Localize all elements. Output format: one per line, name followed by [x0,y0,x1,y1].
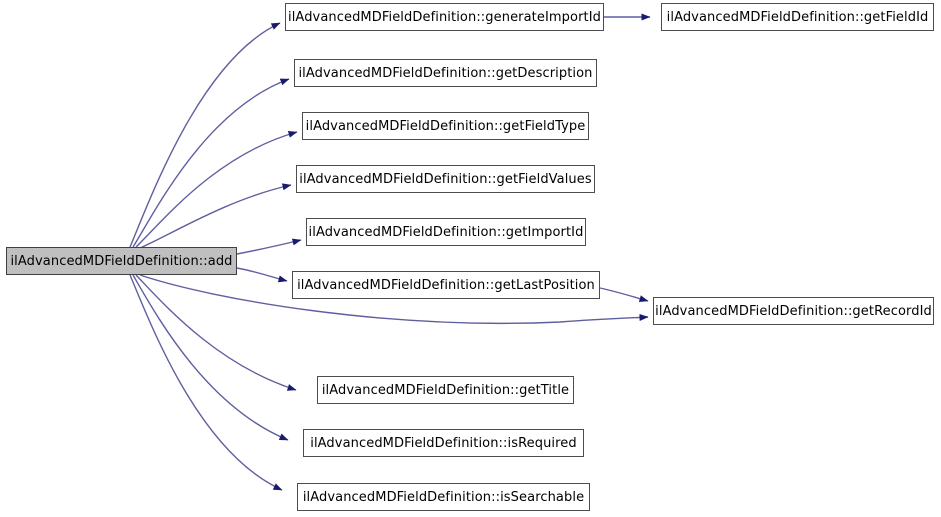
edge-add-to-isSearchable [129,274,283,491]
node-label-getDescription: ilAdvancedMDFieldDefinition::getDescript… [298,65,593,81]
edge-add-to-getTitle [135,274,297,391]
edge-add-to-getFieldType [135,130,298,248]
node-label-getRecordId: ilAdvancedMDFieldDefinition::getRecordId [655,303,932,319]
node-getFieldId[interactable]: ilAdvancedMDFieldDefinition::getFieldId [661,3,934,31]
node-getDescription[interactable]: ilAdvancedMDFieldDefinition::getDescript… [294,59,597,87]
node-isSearchable[interactable]: ilAdvancedMDFieldDefinition::isSearchabl… [297,483,590,511]
edge-add-to-getDescription [132,78,290,248]
node-label-getFieldType: ilAdvancedMDFieldDefinition::getFieldTyp… [305,118,586,134]
node-label-add: ilAdvancedMDFieldDefinition::add [10,253,233,269]
node-getRecordId[interactable]: ilAdvancedMDFieldDefinition::getRecordId [653,297,934,325]
edges-group [129,13,651,491]
node-label-generateImportId: ilAdvancedMDFieldDefinition::generateImp… [288,9,602,25]
node-label-getTitle: ilAdvancedMDFieldDefinition::getTitle [321,382,570,398]
node-isRequired[interactable]: ilAdvancedMDFieldDefinition::isRequired [303,429,584,457]
node-getImportId[interactable]: ilAdvancedMDFieldDefinition::getImportId [306,218,586,246]
node-label-getImportId: ilAdvancedMDFieldDefinition::getImportId [308,224,584,240]
edge-add-to-getFieldValues [139,183,292,249]
edge-getLastPosition-to-getRecordId [599,287,649,303]
node-label-isRequired: ilAdvancedMDFieldDefinition::isRequired [310,435,577,451]
node-label-isSearchable: ilAdvancedMDFieldDefinition::isSearchabl… [302,489,585,505]
edge-add-to-getImportId [236,238,302,255]
edge-add-to-getLastPosition [236,267,288,283]
node-getFieldType[interactable]: ilAdvancedMDFieldDefinition::getFieldTyp… [302,112,589,140]
node-generateImportId[interactable]: ilAdvancedMDFieldDefinition::generateImp… [285,3,604,31]
node-label-getLastPosition: ilAdvancedMDFieldDefinition::getLastPosi… [297,277,595,293]
edge-add-to-getRecordId [139,274,649,324]
node-add[interactable]: ilAdvancedMDFieldDefinition::add [6,247,237,275]
node-getFieldValues[interactable]: ilAdvancedMDFieldDefinition::getFieldVal… [296,165,595,193]
edge-add-to-generateImportId [129,22,281,248]
node-label-getFieldId: ilAdvancedMDFieldDefinition::getFieldId [666,9,929,25]
node-label-getFieldValues: ilAdvancedMDFieldDefinition::getFieldVal… [299,171,592,187]
node-getTitle[interactable]: ilAdvancedMDFieldDefinition::getTitle [317,376,574,404]
edge-add-to-isRequired [132,274,289,441]
node-getLastPosition[interactable]: ilAdvancedMDFieldDefinition::getLastPosi… [292,271,600,299]
